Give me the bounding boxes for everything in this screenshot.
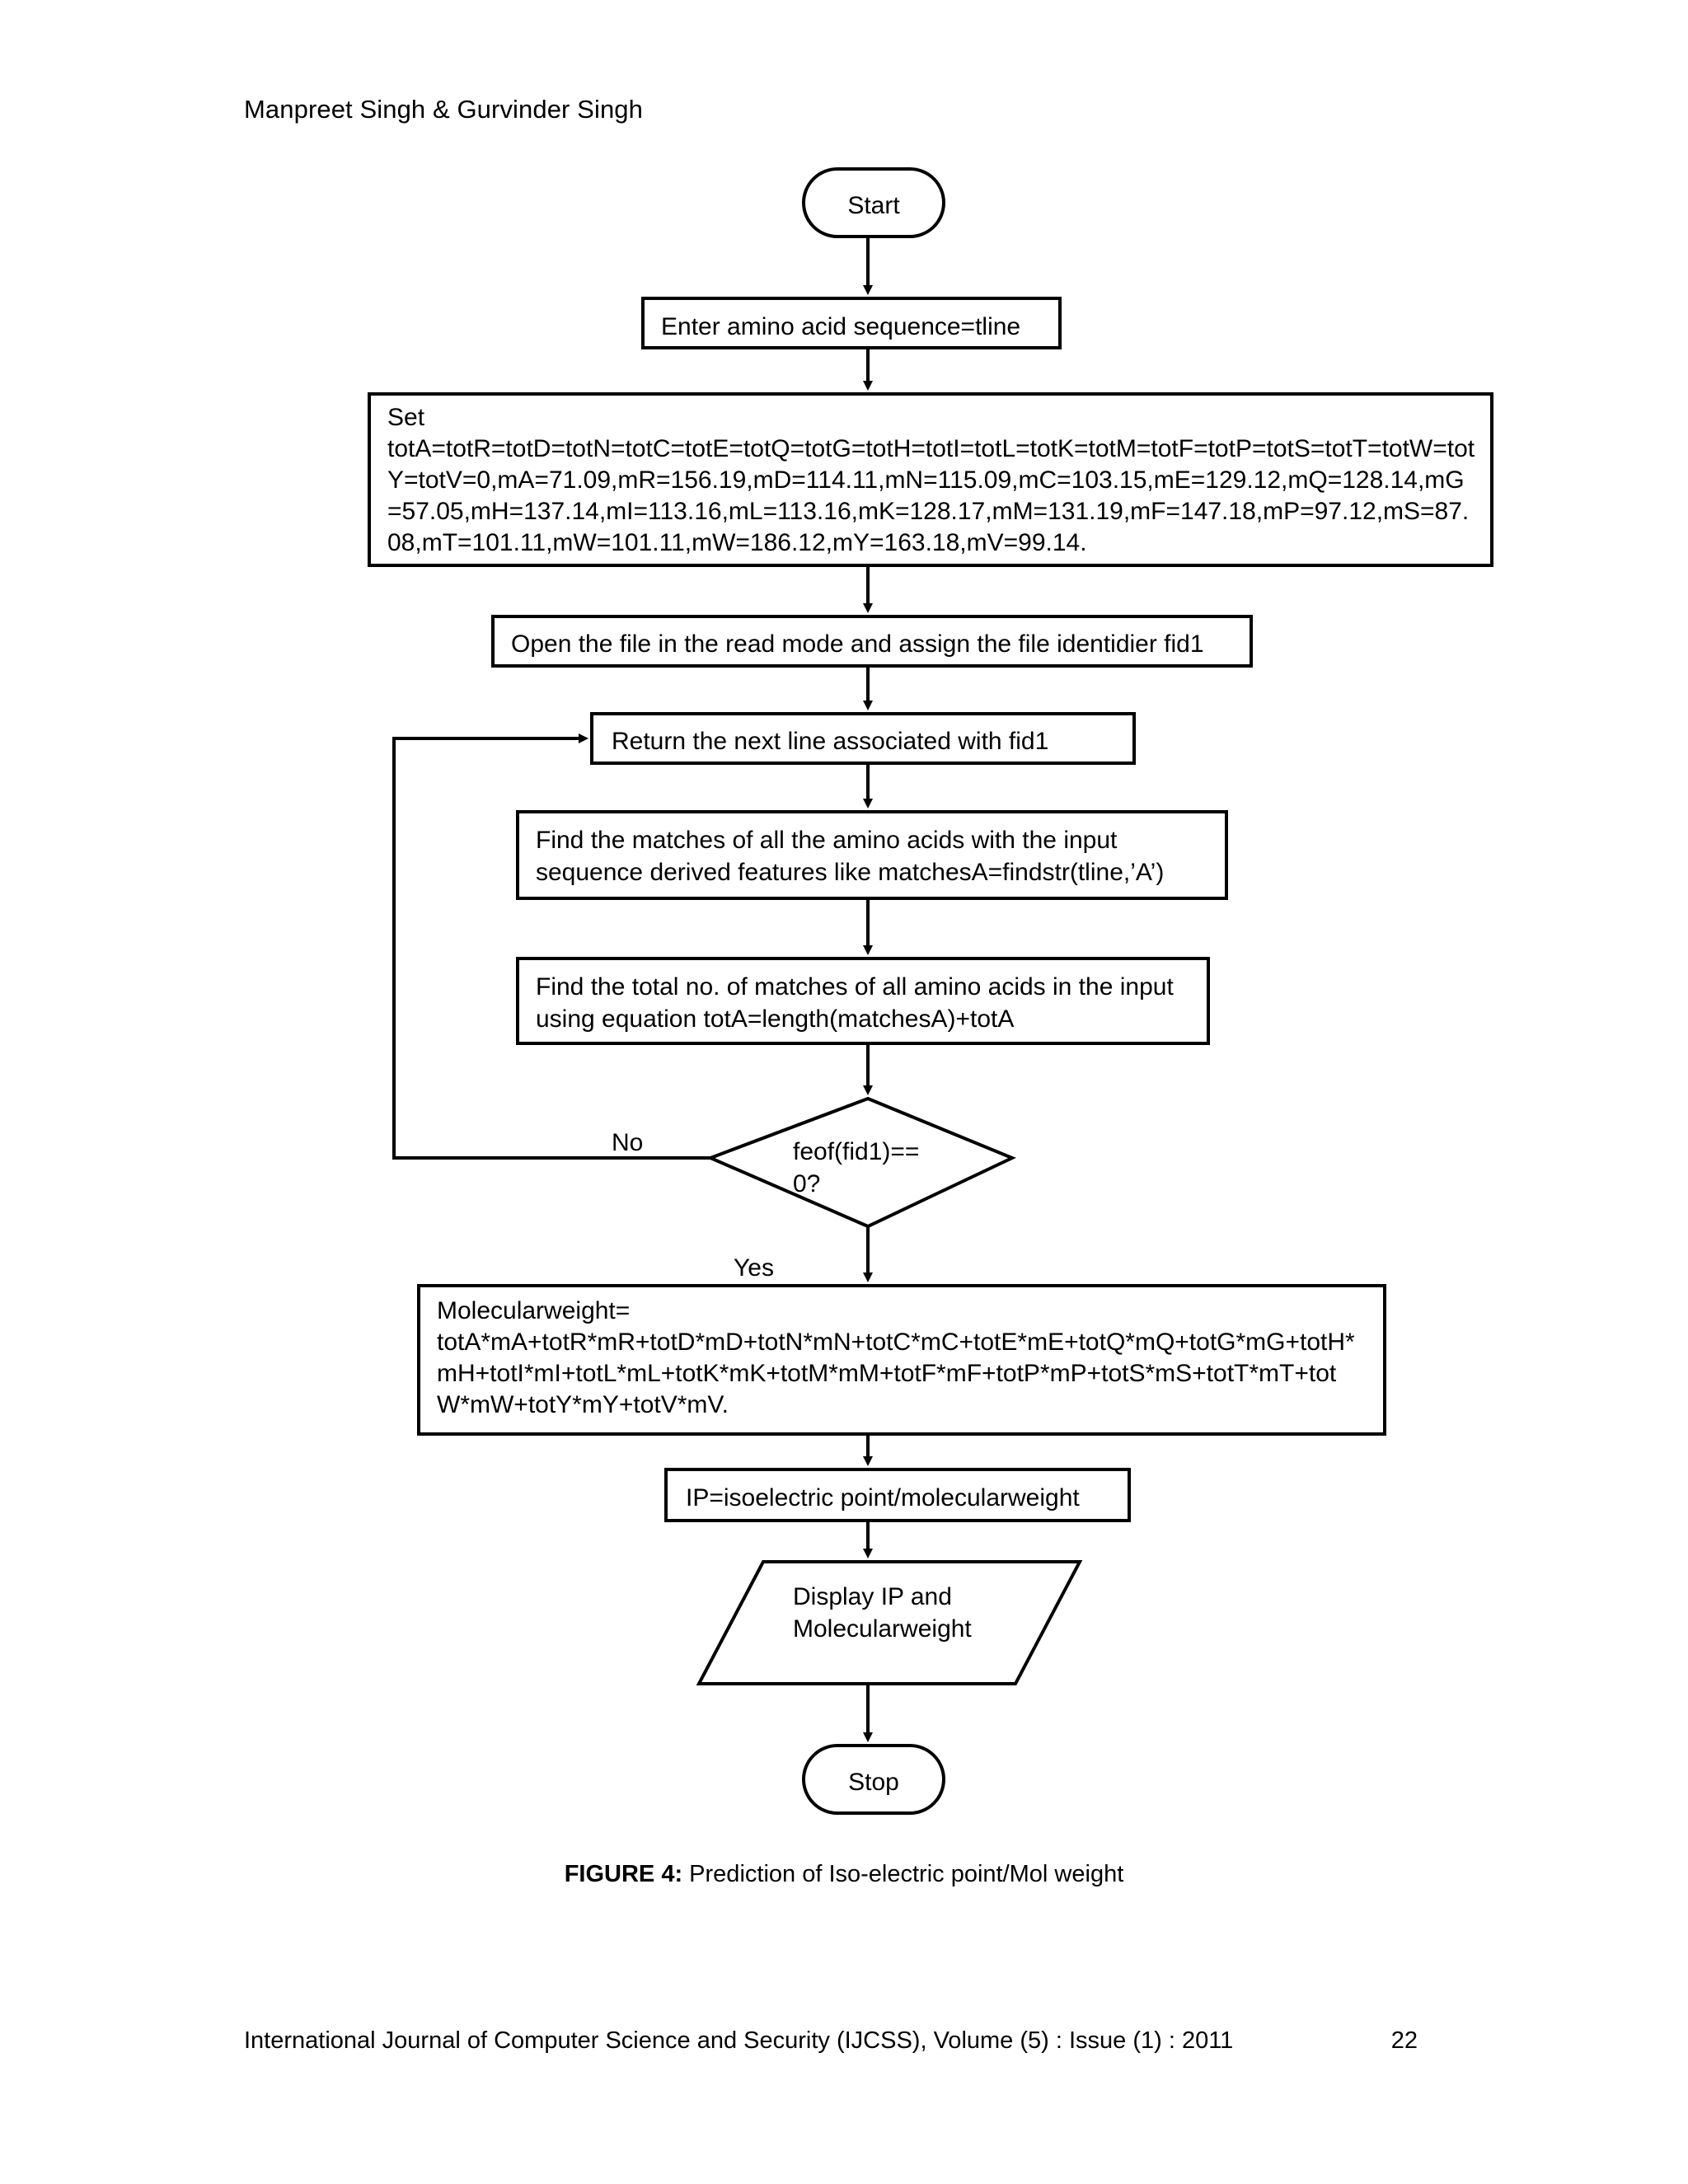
node-find-total-shape: [516, 957, 1210, 1045]
edge-no-loopback: [392, 733, 710, 1160]
node-ip-calc-shape: [664, 1468, 1131, 1522]
node-ip-calc-label: IP=isoelectric point/molecularweight: [686, 1484, 1080, 1511]
node-eof-decision-label: feof(fid1)== 0?: [793, 1138, 920, 1197]
node-set-constants-shape: [368, 392, 1493, 567]
footer-page-number: 22: [1390, 2027, 1418, 2054]
node-enter-sequence-shape: [641, 297, 1062, 349]
node-start-shape: [802, 167, 945, 238]
node-open-file-label: Open the file in the read mode and assig…: [511, 630, 1204, 658]
node-find-matches-shape: [516, 810, 1228, 900]
node-display-output-label: Display IP and Molecularweight: [793, 1583, 972, 1643]
node-find-total-label: Find the total no. of matches of all ami…: [536, 973, 1174, 1033]
edge-label-no: No: [612, 1129, 644, 1156]
node-return-line-shape: [590, 712, 1136, 765]
node-set-constants-label: Set totA=totR=totD=totN=totC=totE=totQ=t…: [387, 404, 1475, 556]
edge-label-yes: Yes: [734, 1254, 774, 1282]
page-footer: International Journal of Computer Scienc…: [244, 2027, 1444, 2055]
node-display-output-shape: [696, 1560, 1083, 1685]
node-open-file-shape: [491, 615, 1253, 668]
node-start-label: Start: [847, 192, 900, 219]
node-molecular-weight-shape: [417, 1284, 1386, 1436]
node-find-matches-label: Find the matches of all the amino acids …: [536, 827, 1165, 886]
footer-journal-text: International Journal of Computer Scienc…: [244, 2027, 1234, 2054]
node-enter-sequence-label: Enter amino acid sequence=tline: [661, 313, 1021, 340]
running-head: Manpreet Singh & Gurvinder Singh: [244, 95, 643, 124]
figure-caption-text: Prediction of Iso-electric point/Mol wei…: [682, 1861, 1124, 1887]
node-stop-shape: [802, 1744, 945, 1815]
node-molecular-weight-label: Molecularweight= totA*mA+totR*mR+totD*mD…: [437, 1297, 1355, 1418]
node-return-line-label: Return the next line associated with fid…: [612, 728, 1049, 755]
figure-caption-label: FIGURE 4:: [564, 1861, 683, 1887]
node-stop-label: Stop: [848, 1769, 899, 1796]
figure-caption: FIGURE 4: Prediction of Iso-electric poi…: [0, 1861, 1688, 1888]
